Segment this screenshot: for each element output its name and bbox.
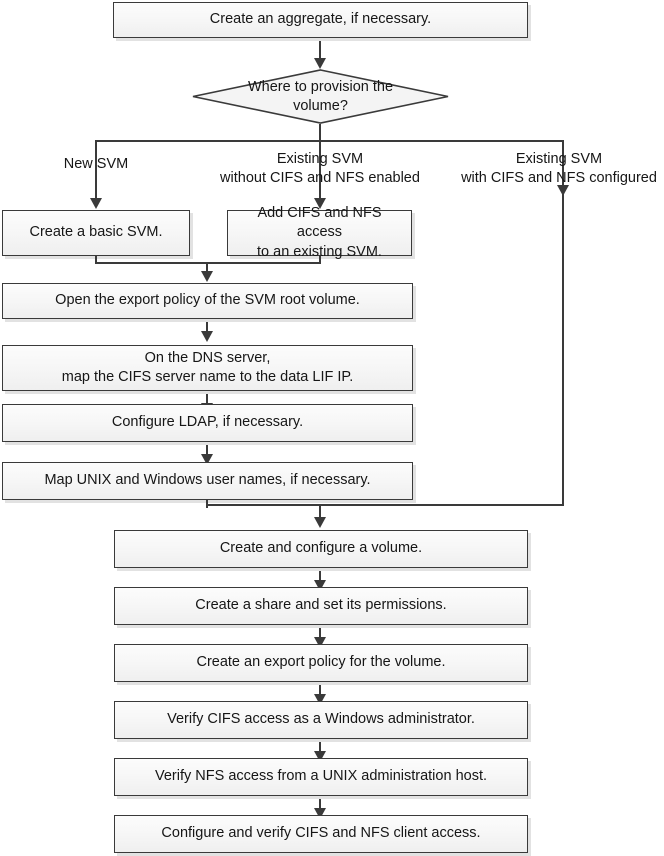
node-create-basic-svm[interactable]: Create a basic SVM. <box>2 210 190 256</box>
branch-label-right: Existing SVM with CIFS and NFS configure… <box>461 151 657 186</box>
connector-decision-stem <box>319 124 321 142</box>
connector-share-to-export-policy <box>319 628 321 640</box>
arrowhead-branch-left <box>89 198 102 209</box>
connector-dns-to-ldap <box>206 394 208 406</box>
connector-ldap-to-map-names <box>206 445 208 457</box>
node-add-cifs-nfs-access[interactable]: Add CIFS and NFS access to an existing S… <box>227 205 412 260</box>
connector-export-policy-to-dns <box>206 322 208 334</box>
node-create-basic-svm-label: Create a basic SVM. <box>29 224 163 241</box>
arrowhead-export-policy-to-verify-cifs <box>313 694 326 705</box>
node-verify-nfs-access-label: Verify NFS access from a UNIX administra… <box>155 768 487 785</box>
branch-label-center: Existing SVM without CIFS and NFS enable… <box>220 151 420 186</box>
arrowhead-aggregate-to-decision <box>313 58 326 69</box>
connector-main-merge-stem <box>319 504 321 520</box>
node-verify-cifs-access-label: Verify CIFS access as a Windows administ… <box>167 711 475 728</box>
node-configure-ldap[interactable]: Configure LDAP, if necessary. <box>2 404 413 442</box>
node-map-user-names-label: Map UNIX and Windows user names, if nece… <box>44 472 371 489</box>
node-create-share-label: Create a share and set its permissions. <box>195 597 447 614</box>
branch-label-left: New SVM <box>63 156 129 172</box>
node-create-export-policy-label: Create an export policy for the volume. <box>196 654 446 671</box>
node-configure-verify-client-access-label: Configure and verify CIFS and NFS client… <box>161 825 481 842</box>
connector-verify-nfs-to-client-access <box>319 799 321 811</box>
node-decision-label: Where to provision the volume? <box>247 78 394 114</box>
arrowhead-branch-right <box>556 185 569 196</box>
node-create-configure-volume-label: Create and configure a volume. <box>219 540 423 557</box>
arrowhead-ldap-to-map-names <box>200 454 213 465</box>
connector-branch-center <box>319 140 321 202</box>
node-create-aggregate[interactable]: Create an aggregate, if necessary. <box>113 2 528 38</box>
connector-aggregate-to-decision <box>319 41 321 63</box>
node-create-aggregate-label: Create an aggregate, if necessary. <box>209 11 432 28</box>
node-create-export-policy[interactable]: Create an export policy for the volume. <box>114 644 528 682</box>
arrowhead-export-policy-to-dns <box>200 331 213 342</box>
node-create-configure-volume[interactable]: Create and configure a volume. <box>114 530 528 568</box>
connector-add-access-down <box>319 256 321 264</box>
node-verify-cifs-access[interactable]: Verify CIFS access as a Windows administ… <box>114 701 528 739</box>
node-verify-nfs-access[interactable]: Verify NFS access from a UNIX administra… <box>114 758 528 796</box>
arrowhead-volume-to-share <box>313 580 326 591</box>
arrowhead-share-to-export-policy <box>313 637 326 648</box>
node-decision-where-to-provision[interactable]: Where to provision the volume? <box>190 68 451 125</box>
arrowhead-main-merge <box>313 517 326 528</box>
connector-verify-cifs-to-verify-nfs <box>319 742 321 754</box>
arrowhead-verify-nfs-to-client-access <box>313 808 326 819</box>
node-open-export-policy[interactable]: Open the export policy of the SVM root v… <box>2 283 413 319</box>
diamond-shape <box>192 69 449 124</box>
node-create-share[interactable]: Create a share and set its permissions. <box>114 587 528 625</box>
arrowhead-branch-center <box>313 198 326 209</box>
arrowhead-verify-cifs-to-verify-nfs <box>313 751 326 762</box>
node-dns-server-mapping[interactable]: On the DNS server, map the CIFS server n… <box>2 345 413 391</box>
node-add-cifs-nfs-access-label: Add CIFS and NFS access to an existing S… <box>257 205 382 260</box>
connector-svm-merge-bar <box>95 262 321 264</box>
arrowhead-svm-merge <box>200 271 213 282</box>
connector-branch-right <box>562 140 564 506</box>
node-configure-ldap-label: Configure LDAP, if necessary. <box>111 414 304 431</box>
node-open-export-policy-label: Open the export policy of the SVM root v… <box>55 292 360 309</box>
connector-split-bar <box>95 140 564 142</box>
connector-svm-merge-stem <box>206 262 208 274</box>
node-dns-server-mapping-label: On the DNS server, map the CIFS server n… <box>61 349 354 385</box>
node-map-user-names[interactable]: Map UNIX and Windows user names, if nece… <box>2 462 413 500</box>
node-configure-verify-client-access[interactable]: Configure and verify CIFS and NFS client… <box>114 815 528 853</box>
connector-basic-svm-down <box>95 256 97 264</box>
connector-export-policy-to-verify-cifs <box>319 685 321 697</box>
connector-main-merge-bar <box>206 504 564 506</box>
connector-volume-to-share <box>319 571 321 583</box>
connector-branch-left <box>95 140 97 202</box>
